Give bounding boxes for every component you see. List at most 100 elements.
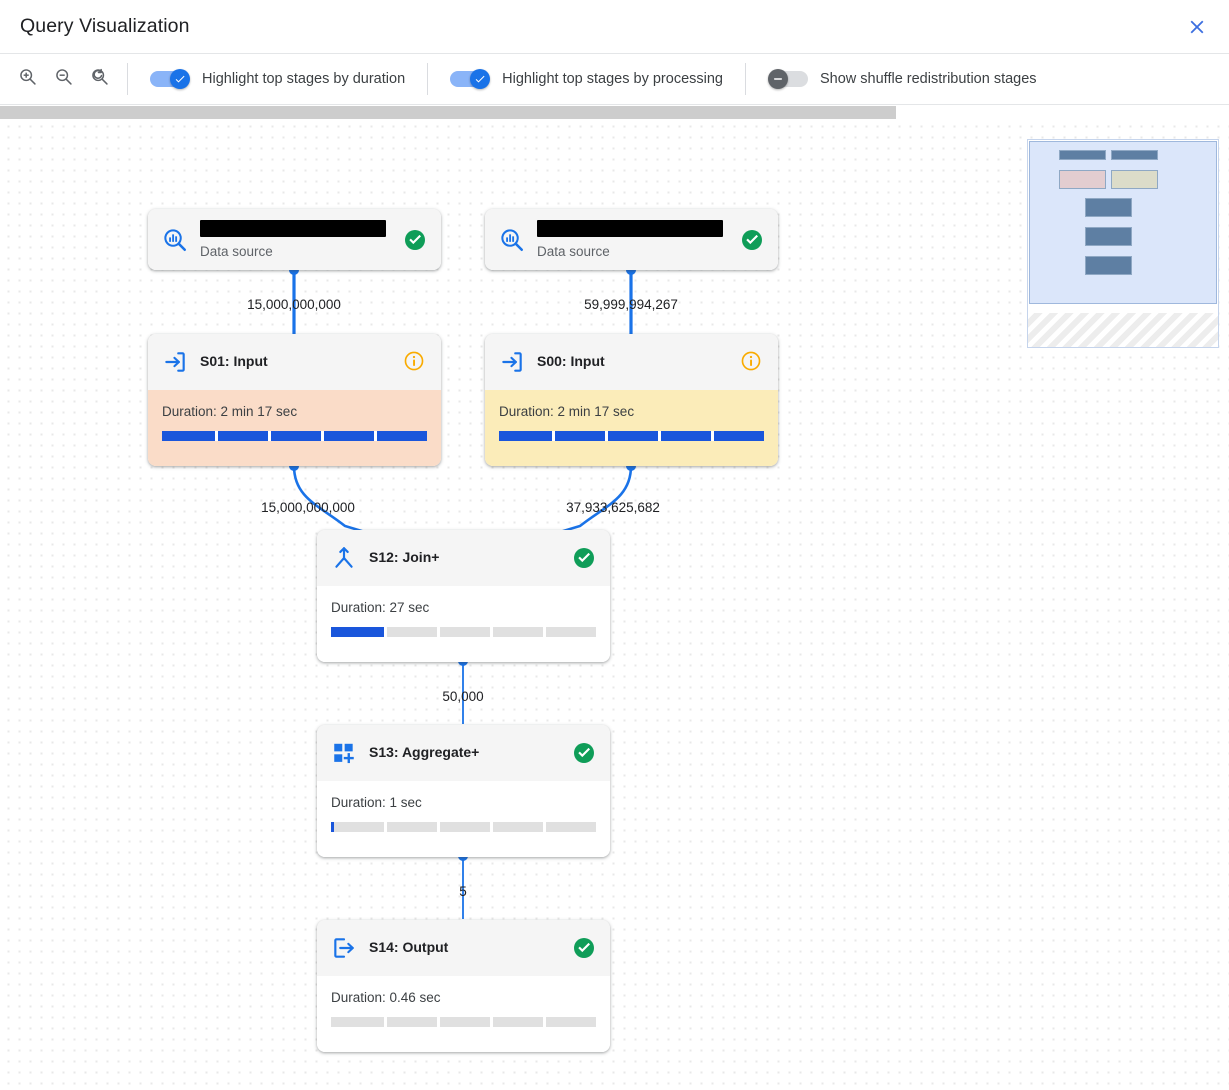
zoom-reset-button[interactable] [85,65,113,93]
visualization-toolbar: Highlight top stages by duration Highlig… [0,53,1229,105]
node-progress-bar [499,431,764,441]
progress-tick [552,431,555,441]
progress-tick [711,431,714,441]
minimap-node [1111,150,1158,160]
minimap-node [1085,227,1132,246]
node-duration-label: Duration: 27 sec [331,600,430,615]
edge-label-s00-s12: 37,933,625,682 [566,500,660,515]
minimap-node [1059,170,1106,189]
node-header: S01: Input [148,334,441,390]
progress-tick [543,1017,546,1027]
toggle-show-shuffle-switch[interactable] [768,69,808,89]
redacted-bar [200,220,386,237]
minimap-node [1085,198,1132,217]
progress-tick [268,431,271,441]
graph-canvas[interactable]: 15,000,000,000 59,999,994,267 15,000,000… [0,106,1229,1090]
switch-thumb [768,69,788,89]
minimap-node [1111,170,1158,189]
edge-label-s01-s12: 15,000,000,000 [261,500,355,515]
progress-tick [384,1017,387,1027]
toggle-highlight-processing[interactable]: Highlight top stages by processing [428,54,745,104]
toggle-highlight-duration[interactable]: Highlight top stages by duration [128,54,427,104]
node-subtitle: Data source [537,244,610,259]
close-icon [1186,16,1208,38]
dialog-titlebar: Query Visualization [0,0,1229,53]
node-title: S00: Input [537,353,605,369]
status-success-icon [740,228,764,252]
progress-fill [331,627,384,637]
toggle-highlight-processing-switch[interactable] [450,69,491,89]
progress-fill [162,431,427,441]
progress-tick [374,431,377,441]
node-header: Data source [485,209,778,270]
switch-thumb [470,69,491,89]
progress-tick [490,1017,493,1027]
progress-tick [543,822,546,832]
zoom-out-button[interactable] [49,65,77,93]
node-progress-bar [331,822,596,832]
minimap-node [1059,150,1106,160]
status-info-icon[interactable] [740,350,764,374]
node-header: S12: Join+ [317,530,610,586]
node-title: S14: Output [369,939,449,955]
output-arrow-icon [331,935,361,961]
aggregate-plus-icon [331,740,361,766]
edge-label-s13-s14: 5 [459,884,467,899]
node-subtitle: Data source [200,244,273,259]
node-title-wrap: S14: Output [369,939,572,957]
node-title-redacted [537,220,723,240]
node-duration-label: Duration: 2 min 17 sec [162,404,298,419]
progress-tick [543,627,546,637]
switch-thumb [170,69,190,89]
status-success-icon [403,228,427,252]
toggle-highlight-duration-switch[interactable] [150,69,190,89]
node-stage-s14[interactable]: S14: Output Duration: 0.46 sec [317,920,610,1052]
toggle-highlight-processing-label: Highlight top stages by processing [502,71,723,87]
progress-tick [384,627,387,637]
zoom-reset-icon [89,66,110,92]
horizontal-scrollbar[interactable] [0,106,1229,119]
data-source-search-icon [162,227,192,253]
toggle-show-shuffle[interactable]: Show shuffle redistribution stages [746,54,1059,104]
node-body: Duration: 1 sec [317,781,610,857]
node-body: Duration: 0.46 sec [317,976,610,1052]
node-title-wrap: S12: Join+ [369,549,572,567]
node-body: Duration: 27 sec [317,586,610,662]
minimap-viewport[interactable] [1029,141,1217,304]
zoom-controls [0,54,127,104]
node-duration-label: Duration: 1 sec [331,795,422,810]
input-arrow-icon [162,349,192,375]
node-data-source-2[interactable]: Data source [485,209,778,270]
progress-tick [605,431,608,441]
graph-minimap[interactable] [1027,139,1219,348]
toolbar-divider-1 [127,63,128,95]
node-data-source-1[interactable]: Data source [148,209,441,270]
zoom-out-icon [53,66,74,92]
node-duration-label: Duration: 0.46 sec [331,990,441,1005]
node-title: S01: Input [200,353,268,369]
scrollbar-thumb[interactable] [0,106,896,119]
node-progress-bar [331,627,596,637]
status-success-icon [572,741,596,765]
node-stage-s00[interactable]: S00: Input Duration: 2 min 17 sec [485,334,778,466]
status-success-icon [572,546,596,570]
progress-tick [215,431,218,441]
zoom-in-button[interactable] [13,65,41,93]
node-stage-s01[interactable]: S01: Input Duration: 2 min 17 sec [148,334,441,466]
progress-tick [490,627,493,637]
node-title: S13: Aggregate+ [369,744,480,760]
progress-tick [437,1017,440,1027]
node-title-wrap: Data source [537,220,740,259]
status-info-icon[interactable] [403,350,427,374]
node-body: Duration: 2 min 17 sec [148,390,441,466]
close-button[interactable] [1179,9,1215,45]
progress-tick [490,822,493,832]
redacted-bar [537,220,723,237]
node-stage-s12[interactable]: S12: Join+ Duration: 27 sec [317,530,610,662]
edge-label-s12-s13: 50,000 [442,689,484,704]
node-progress-bar [162,431,427,441]
node-stage-s13[interactable]: S13: Aggregate+ Duration: 1 sec [317,725,610,857]
input-arrow-icon [499,349,529,375]
progress-tick [384,822,387,832]
minimap-hatch-area [1028,313,1218,347]
